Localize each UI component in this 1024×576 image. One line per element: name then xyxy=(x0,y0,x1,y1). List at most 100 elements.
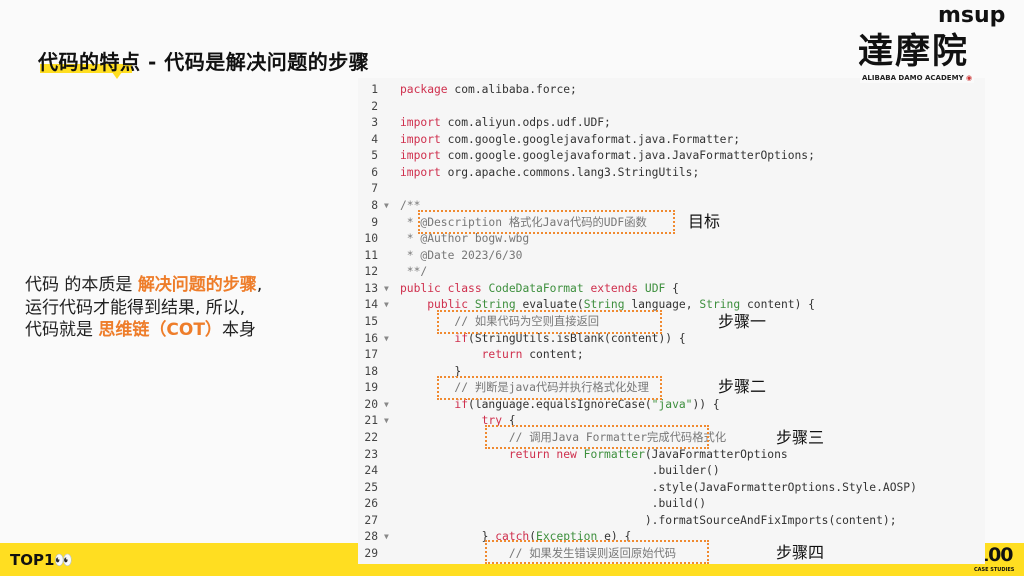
code-text: // 如果发生错误则返回原始代码 xyxy=(400,546,676,562)
code-token: /** xyxy=(400,198,421,212)
line-number: 1 xyxy=(371,83,378,96)
damo-subtitle-text: ALIBABA DAMO ACADEMY xyxy=(862,74,964,82)
code-token: .builder() xyxy=(400,464,720,478)
line-number: 29 xyxy=(364,546,378,560)
line-number: 23 xyxy=(364,447,378,461)
summary-line-1: 代码 的本质是 解决问题的步骤, xyxy=(25,274,262,297)
code-token: com.aliyun.odps.udf.UDF; xyxy=(447,116,611,130)
code-text: if(StringUtils.isBlank(content)) { xyxy=(400,331,686,347)
msup-logo: msup xyxy=(938,3,1006,28)
code-line: 16 ▼ if(StringUtils.isBlank(content)) { xyxy=(358,331,978,347)
damo-logo: 達摩院 xyxy=(858,31,970,72)
code-token: { xyxy=(508,414,516,428)
code-token: public xyxy=(427,298,469,312)
seal-icon: ◉ xyxy=(966,74,973,82)
code-token: import xyxy=(400,116,441,130)
code-text: import com.aliyun.odps.udf.UDF; xyxy=(400,115,611,131)
line-number: 8 xyxy=(371,198,378,212)
fold-arrow-icon[interactable]: ▼ xyxy=(384,416,389,426)
step1-label: 步骤一 xyxy=(718,312,767,331)
code-token: (StringUtils.isBlank(content)) { xyxy=(468,331,686,345)
step1-box xyxy=(437,310,662,334)
summary-comma: , xyxy=(256,275,263,295)
code-token: * @Date 2023/6/30 xyxy=(400,248,523,262)
summary-text-plain: 代码就是 xyxy=(25,320,99,340)
line-number: 9 xyxy=(371,215,378,229)
fold-arrow-icon[interactable]: ▼ xyxy=(384,200,389,210)
code-token: org.apache.commons.lang3.StringUtils; xyxy=(447,165,700,179)
code-text: // 调用Java Formatter完成代码格式化 xyxy=(400,430,726,446)
code-text: // 如果代码为空则直接返回 xyxy=(400,314,599,330)
code-token: { xyxy=(672,281,679,295)
code-text: .build() xyxy=(400,496,706,512)
fold-arrow-icon[interactable]: ▼ xyxy=(384,399,389,409)
code-token: com.alibaba.force; xyxy=(454,83,577,96)
page-title: 代码的特点 - 代码是解决问题的步骤 xyxy=(38,50,370,74)
code-text: return content; xyxy=(400,347,584,363)
code-text: } xyxy=(400,364,461,380)
line-number: 18 xyxy=(364,364,378,378)
title-highlight xyxy=(40,64,132,73)
line-number: 24 xyxy=(364,464,378,478)
code-line: 13▼public class CodeDataFormat extends U… xyxy=(358,281,978,297)
code-token: return xyxy=(481,348,523,362)
code-token: package xyxy=(400,83,448,96)
line-number: 15 xyxy=(364,314,378,328)
code-text: ).formatSourceAndFixImports(content); xyxy=(400,513,897,529)
line-number: 13 xyxy=(364,281,378,295)
code-token: extends xyxy=(590,281,639,295)
code-token: } xyxy=(400,364,462,378)
line-number: 16 xyxy=(364,331,378,345)
code-text: **/ xyxy=(400,264,427,280)
code-line: 20 ▼ if(language.equalsIgnoreCase("java")… xyxy=(358,397,978,413)
code-text: public String evaluate(String language, … xyxy=(400,297,815,313)
code-token: (language.equalsIgnoreCase( xyxy=(468,397,652,411)
code-text: package com.alibaba.force; xyxy=(400,82,577,98)
fold-arrow-icon[interactable]: ▼ xyxy=(384,333,389,343)
code-text: return new Formatter(JavaFormatterOption… xyxy=(400,447,788,463)
code-line: 17 return content; xyxy=(358,347,978,363)
summary-line-3: 代码就是 思维链（COT）本身 xyxy=(25,319,262,342)
step4-box xyxy=(485,540,709,564)
code-token: )) { xyxy=(692,397,720,411)
eyes-icon: 👀 xyxy=(54,551,74,569)
damo-logo-subtitle: ALIBABA DAMO ACADEMY ◉ xyxy=(860,74,975,83)
code-token xyxy=(400,348,482,361)
code-token: import xyxy=(400,149,441,163)
line-number: 26 xyxy=(364,497,378,511)
code-line: 8 ▼ /** xyxy=(358,198,978,214)
code-token xyxy=(400,298,427,311)
goal-box xyxy=(418,210,675,234)
line-number: 27 xyxy=(364,513,378,527)
summary-line-2: 运行代码才能得到结果, 所以, xyxy=(25,297,246,318)
code-token: // 调用Java Formatter完成代码格式化 xyxy=(400,430,727,444)
line-number: 20 xyxy=(364,397,378,411)
fold-arrow-icon[interactable]: ▼ xyxy=(384,300,389,310)
code-token: "java" xyxy=(651,397,693,411)
step3-box xyxy=(485,425,709,449)
code-line: 21 ▼ try { xyxy=(358,413,978,429)
line-number: 3 xyxy=(371,116,378,130)
code-line: 27 ).formatSourceAndFixImports(content); xyxy=(358,513,978,529)
fold-arrow-icon[interactable]: ▼ xyxy=(384,283,389,293)
code-token: CodeDataFormat xyxy=(488,281,584,295)
code-text: if(language.equalsIgnoreCase("java")) { xyxy=(400,397,720,413)
line-number: 21 xyxy=(364,414,378,428)
code-line: 18 } xyxy=(358,364,978,380)
code-line: 9 * @Description 格式化Java代码的UDF函数 xyxy=(358,215,978,231)
code-token: String xyxy=(583,298,625,312)
code-line: 29 // 如果发生错误则返回原始代码 xyxy=(358,546,978,562)
title-highlight-tail xyxy=(112,72,122,79)
code-token: try xyxy=(481,414,503,428)
code-text: .style(JavaFormatterOptions.Style.AOSP) xyxy=(400,480,917,496)
code-token: (JavaFormatterOptions xyxy=(644,447,788,461)
fold-arrow-icon[interactable]: ▼ xyxy=(384,532,389,542)
code-line: 12 **/ xyxy=(358,264,978,280)
line-number: 19 xyxy=(364,381,378,395)
code-text: .builder() xyxy=(400,463,720,479)
code-text: import com.google.googlejavaformat.java.… xyxy=(400,132,740,148)
code-token: content; xyxy=(529,348,584,362)
code-text: /** xyxy=(400,198,420,214)
